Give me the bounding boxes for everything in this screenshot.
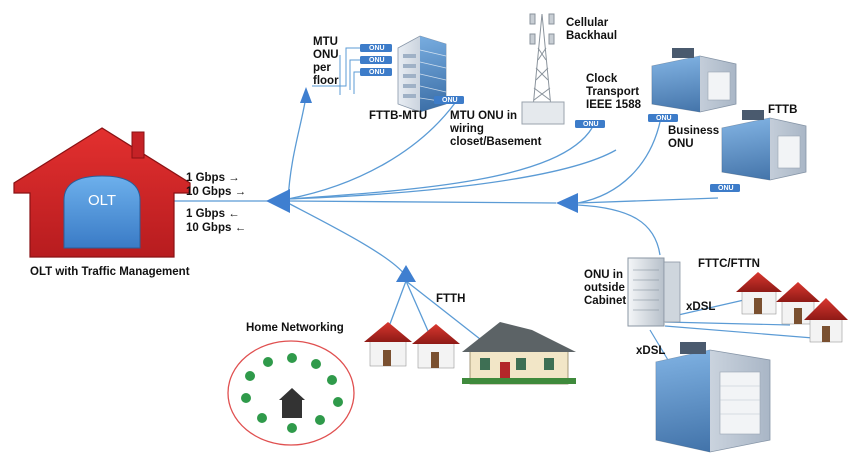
label-clock-transport: Clock Transport IEEE 1588 [586,73,641,111]
cell-tower-icon [521,13,605,128]
splitter-icons [266,87,578,282]
onu-badge-icon [434,96,464,104]
xdsl-link-office [649,329,669,361]
house-icon [804,298,848,343]
xdsl-link-3 [664,325,839,341]
olt-caption: OLT with Traffic Management [30,266,190,278]
splitter-icon [556,193,578,213]
onu-badge-text: ONU [583,121,599,128]
onu-badge-icon [575,120,605,128]
label-mtu-onu-closet: MTU ONU in wiring closet/Basement [450,110,542,148]
label-ftth: FTTH [436,293,466,305]
onu-badge-text: ONU [369,69,385,76]
label-home-networking: Home Networking [246,322,344,334]
onu-badge-text: ONU [718,185,734,192]
label-onu-outside-cabinet: ONU in outside Cabinet [584,269,627,307]
label-fttb-mtu: FTTB-MTU [369,110,428,122]
link-ftth [287,202,406,276]
street-cabinet-icon [627,257,681,327]
label-business-onu: Business ONU [668,125,720,150]
onu-badge-text: ONU [656,115,672,122]
house-icon [412,324,460,369]
label-mtu-onu-per-floor: MTU ONU per floor [313,36,339,87]
splitter-icon [396,265,416,282]
house-icon [364,322,412,367]
mtu-building-icon [397,35,464,113]
link-house-2 [405,280,433,341]
label-fttc-fttn: FTTC/FTTN [698,258,760,270]
onu-badge-icon [360,44,392,52]
home-networking-cloud-icon [227,340,355,446]
label-xdsl-houses: xDSL [686,301,716,313]
link-mtu-floor [287,101,306,202]
olt-house-icon [13,127,191,258]
speed-upstream-1g: 1 Gbps ← [186,208,240,220]
onu-badge-icon [360,68,392,76]
onu-badge-text: ONU [369,45,385,52]
speed-upstream-10g: 10 Gbps ← [186,222,247,234]
splitter-icon [266,189,290,213]
label-cellular-backhaul: Cellular Backhaul [566,17,618,42]
onu-badge-text: ONU [369,57,385,64]
house-icon [736,272,782,315]
office-building-icon [710,110,807,192]
link-mtu-closet [287,102,456,200]
link-fttb-onu [577,197,719,204]
onu-badge-text: ONU [442,97,458,104]
speed-downstream-10g: 10 Gbps → [186,186,247,198]
link-cellular-2 [287,149,617,200]
label-xdsl-office: xDSL [636,345,666,357]
onu-badge-icon [648,114,678,122]
mtu-floor-onu-stack [312,44,392,94]
splitter-icon [300,87,312,103]
xdsl-link-2 [664,321,791,326]
link-business-onu [577,121,661,204]
onu-badge-icon [360,56,392,64]
xdsl-links [649,299,839,361]
link-trunk-right [287,200,557,204]
link-cellular [287,127,593,200]
olt-box-label: OLT [87,192,117,209]
label-fttb: FTTB [768,104,798,116]
office-building-icon [648,48,737,122]
speed-downstream-1g: 1 Gbps → [186,172,240,184]
link-cabinet [577,204,661,256]
house-icon [462,322,576,385]
onu-badge-icon [710,184,740,192]
office-building-icon [655,342,771,453]
